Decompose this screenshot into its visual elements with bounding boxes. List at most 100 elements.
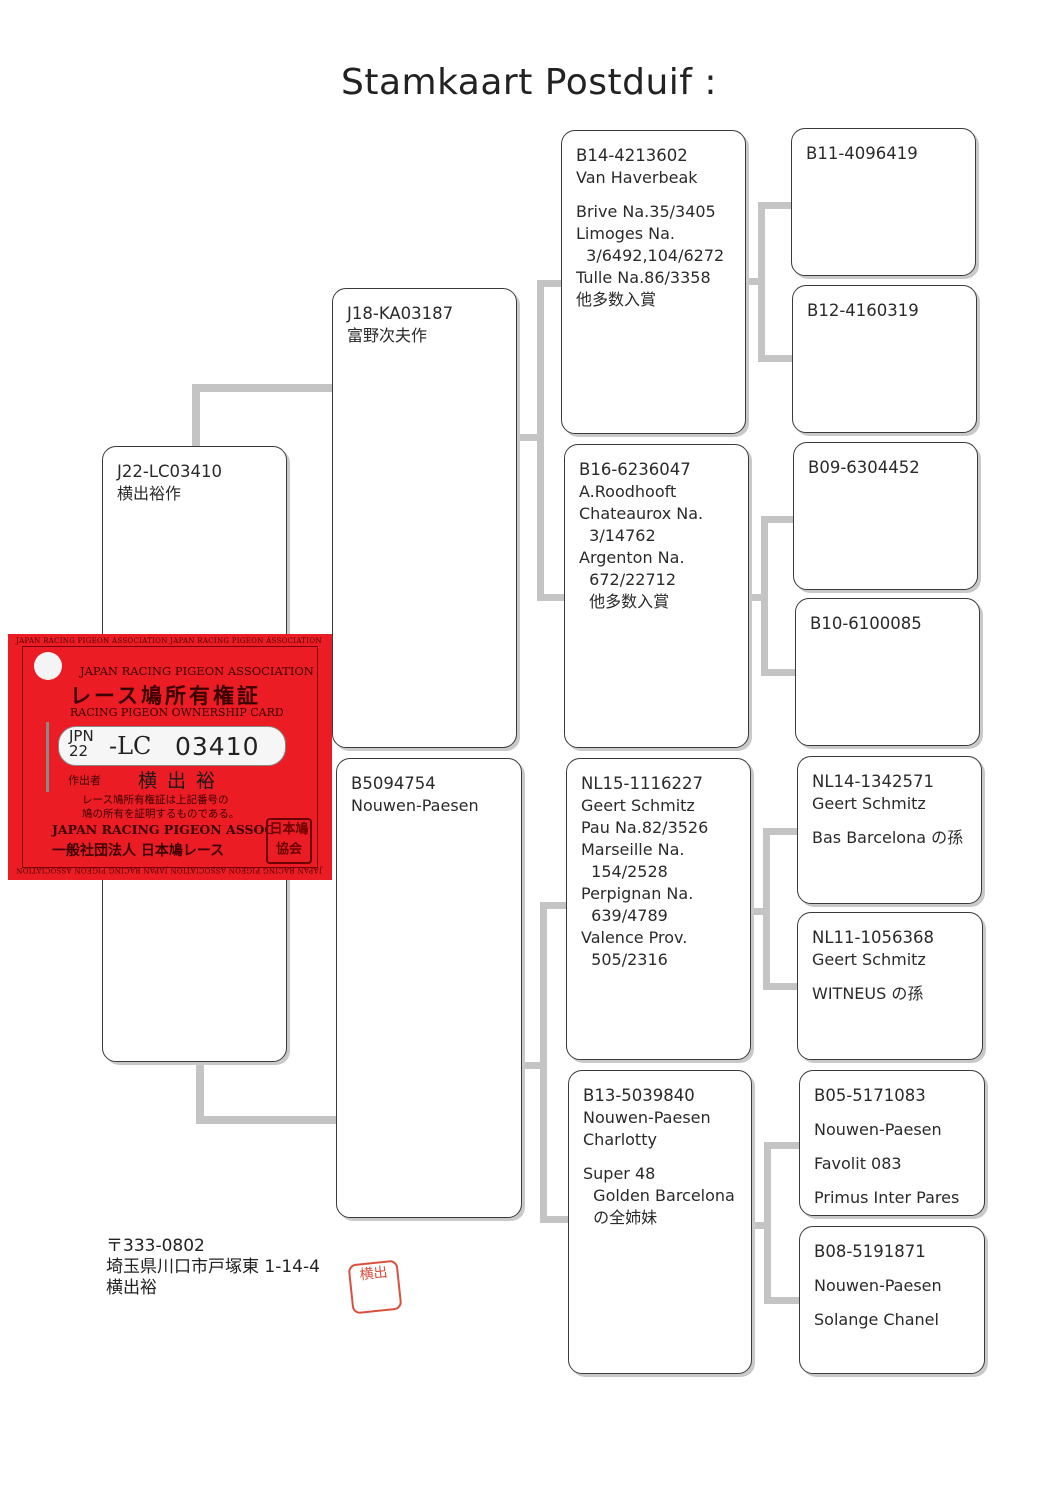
pedigree-line: 他多数入賞 (579, 592, 670, 611)
ring-number: B08-5191871 (814, 1242, 926, 1261)
sire-box: J18-KA03187 富野次夫作 (332, 288, 517, 748)
card-note-2: 鳩の所有を証明するものである。 (82, 808, 240, 820)
card-frame (22, 646, 318, 868)
connector (763, 828, 770, 990)
connector (758, 202, 765, 362)
line-gap (814, 1263, 972, 1275)
connector (537, 594, 565, 601)
card-title-jp: レース鳩所有権証 (70, 683, 261, 708)
pedigree-line: Pau Na.82/3526 (581, 818, 709, 837)
ring-number: J18-KA03187 (347, 304, 454, 323)
connector (764, 1297, 800, 1304)
pedigree-line: の全姉妹 (583, 1208, 658, 1227)
connector (764, 1142, 800, 1149)
pedigree-line: Argenton Na. (579, 548, 685, 567)
connector (758, 202, 792, 209)
connector (764, 1142, 771, 1304)
ring-number: B14-4213602 (576, 146, 688, 165)
card-title-en: RACING PIGEON OWNERSHIP CARD (70, 706, 284, 719)
pedigree-line: 富野次夫作 (347, 326, 428, 345)
pedigree-line: Golden Barcelona (583, 1186, 735, 1205)
pedigree-line: Charlotty (583, 1130, 657, 1149)
gp2-box: B12-4160319 (792, 285, 977, 433)
line-gap (576, 189, 733, 201)
connector (540, 902, 547, 1222)
pedigree-line: A.Roodhooft (579, 482, 677, 501)
connector (540, 902, 567, 909)
pedigree-line: Perpignan Na. (581, 884, 694, 903)
card-edge-top: JAPAN RACING PIGEON ASSOCIATION JAPAN RA… (16, 637, 322, 645)
connector (517, 434, 539, 441)
card-note-1: レース鳩所有権証は上記番号の (82, 794, 229, 806)
pedigree-line: Favolit 083 (814, 1154, 902, 1173)
pedigree-line: Valence Prov. (581, 928, 688, 947)
pedigree-line: Limoges Na. (576, 224, 676, 243)
line-gap (814, 1141, 972, 1153)
connector (540, 1216, 570, 1223)
page-title: Stamkaart Postduif : (340, 62, 718, 103)
ring-number: B16-6236047 (579, 460, 691, 479)
line-gap (583, 1151, 739, 1163)
ring-country: JPN (69, 727, 94, 745)
card-hole (34, 652, 62, 680)
pedigree-line: 639/4789 (581, 906, 668, 925)
pedigree-line: 他多数入賞 (576, 290, 657, 309)
ring-number-plate: JPN 22 -LC 03410 (58, 726, 286, 766)
pedigree-line: Nouwen-Paesen (351, 796, 479, 815)
card-assoc-en-2: JAPAN RACING PIGEON ASSOC (52, 822, 275, 837)
ring-number: B09-6304452 (808, 458, 920, 477)
ring-year: 22 (69, 742, 89, 760)
card-pin (46, 722, 49, 792)
ring-number: NL11-1056368 (812, 928, 934, 947)
gp4-box: B10-6100085 (795, 598, 980, 746)
ring-number: B05-5171083 (814, 1086, 926, 1105)
owner-name: 横出裕 (106, 1278, 157, 1298)
pedigree-line: Geert Schmitz (812, 950, 926, 969)
line-gap (812, 971, 970, 983)
pedigree-line: 154/2528 (581, 862, 668, 881)
connector (196, 1062, 204, 1122)
pedigree-line: 505/2316 (581, 950, 668, 969)
connector (749, 594, 763, 601)
hanko-seal: 横出 (347, 1259, 403, 1315)
owner-signature: 横出裕 (138, 770, 226, 792)
card-stamp: 日本鳩協会 (266, 818, 312, 864)
pedigree-line: WITNEUS の孫 (812, 984, 924, 1003)
pedigree-line: Brive Na.35/3405 (576, 202, 716, 221)
pedigree-line: Super 48 (583, 1164, 656, 1183)
ring-number: J22-LC03410 (117, 462, 223, 481)
ring-number: 03410 (175, 732, 260, 761)
pedigree-line: Chateaurox Na. (579, 504, 704, 523)
ring-number: B11-4096419 (806, 144, 918, 163)
pedigree-line: 3/6492,104/6272 (576, 246, 725, 265)
connector (763, 828, 798, 835)
gp1-box: B11-4096419 (791, 128, 976, 276)
pedigree-line: Bas Barcelona の孫 (812, 828, 964, 847)
ownership-card: JAPAN RACING PIGEON ASSOCIATION JAPAN RA… (8, 634, 332, 880)
ring-number: B10-6100085 (810, 614, 922, 633)
connector (761, 516, 768, 676)
card-assoc-jp: 一般社団法人 日本鳩レース (52, 843, 225, 859)
owner-label: 作出者 (68, 774, 101, 787)
pedigree-line: Marseille Na. (581, 840, 685, 859)
connector (522, 1062, 544, 1069)
pedigree-line: Primus Inter Pares (814, 1188, 960, 1207)
connector (761, 516, 795, 523)
line-gap (814, 1107, 972, 1119)
connector (751, 908, 765, 915)
connector (761, 669, 795, 676)
line-gap (812, 815, 969, 827)
gp3-box: B09-6304452 (793, 442, 978, 590)
ring-number: B13-5039840 (583, 1086, 695, 1105)
line-gap (814, 1175, 972, 1187)
connector (192, 384, 332, 392)
connector (537, 280, 563, 287)
ring-class: -LC (109, 732, 152, 760)
